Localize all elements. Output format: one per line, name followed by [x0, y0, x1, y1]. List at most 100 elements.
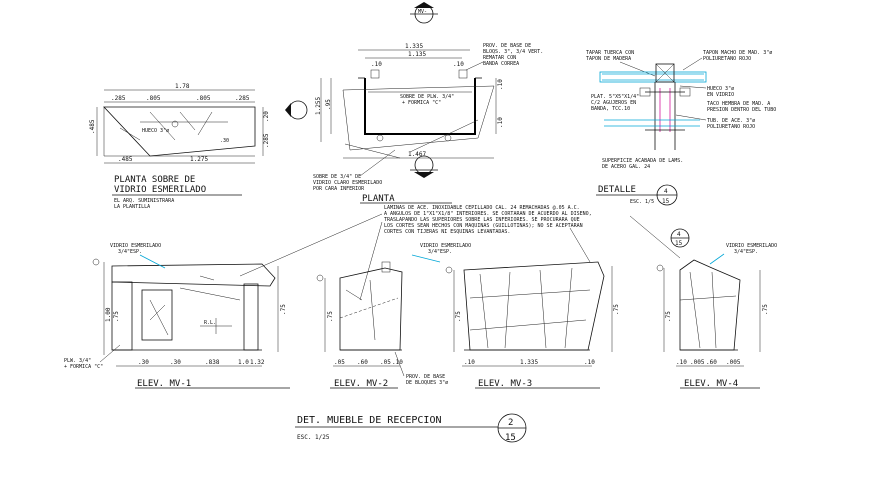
elev-mv4-title: ELEV. MV-4 [684, 379, 738, 389]
svg-text:+ FORMICA "C": + FORMICA "C" [402, 100, 441, 106]
svg-text:REMATAR CON: REMATAR CON [483, 55, 516, 61]
svg-text:POLIURETANO ROJO: POLIURETANO ROJO [707, 124, 755, 130]
svg-text:.05: .05 [380, 359, 391, 366]
detail-section: TAPAR TUERCA CON TAPON DE MADERA TAPON M… [586, 50, 776, 206]
svg-text:.30: .30 [220, 138, 229, 144]
svg-text:PRESION DENTRO DEL TUBO: PRESION DENTRO DEL TUBO [707, 107, 776, 113]
elevation-mv3: VIDRIO ESMERILADO 3/4"ESP. .10 1.335 .10… [411, 243, 620, 389]
svg-text:.30: .30 [170, 359, 181, 366]
svg-text:.60: .60 [357, 359, 368, 366]
svg-text:15: 15 [505, 433, 516, 443]
svg-text:TUB. DE ACE. 3"ø: TUB. DE ACE. 3"ø [707, 118, 755, 124]
svg-text:A ANGULOS DE 1"X1"X1/8" INTERI: A ANGULOS DE 1"X1"X1/8" INTERIORES. SE C… [384, 211, 592, 217]
svg-text:POLIURETANO ROJO: POLIURETANO ROJO [703, 56, 751, 62]
svg-text:.05: .05 [334, 359, 345, 366]
svg-text:VIDRIO CLARO ESMERILADO: VIDRIO CLARO ESMERILADO [313, 180, 382, 186]
svg-text:1.255: 1.255 [315, 97, 322, 115]
elevation-mv1: R.L. VIDRIO ESMERILADO 3/4"ESP. PLW. 3/4… [64, 243, 290, 389]
sheet-title-block: DET. MUEBLE DE RECEPCION ESC. 1/25 2 15 [295, 413, 527, 443]
svg-text:TACO HEMBRA DE MAD. A: TACO HEMBRA DE MAD. A [707, 101, 770, 107]
svg-text:2: 2 [508, 418, 513, 428]
svg-text:DE BLOQUES 3"ø: DE BLOQUES 3"ø [406, 380, 448, 386]
svg-text:.485: .485 [118, 156, 133, 163]
svg-text:.75: .75 [327, 311, 334, 322]
svg-text:HUECO 3"ø: HUECO 3"ø [142, 128, 169, 134]
top-marker-label: MV- [418, 9, 427, 15]
svg-text:.75: .75 [762, 304, 769, 315]
detail-title: DETALLE [598, 185, 636, 195]
svg-text:C/2 AGUJEROS EN: C/2 AGUJEROS EN [591, 100, 636, 106]
elev-mv1-title: ELEV. MV-1 [137, 379, 191, 389]
svg-text:TAPAR TUERCA CON: TAPAR TUERCA CON [586, 50, 634, 56]
svg-text:LA PLANTILLA: LA PLANTILLA [114, 204, 150, 210]
svg-text:CORTES CON TIJERAS NI ESQUINAS: CORTES CON TIJERAS NI ESQUINAS LEVANTADA… [384, 229, 510, 235]
svg-text:3/4"ESP.: 3/4"ESP. [118, 249, 142, 255]
elev-mv3-title: ELEV. MV-3 [478, 379, 532, 389]
svg-text:.75: .75 [455, 311, 462, 322]
svg-text:1.467: 1.467 [408, 151, 426, 158]
svg-text:15: 15 [675, 240, 683, 247]
svg-text:1.00: 1.00 [105, 307, 112, 322]
svg-text:1.32: 1.32 [250, 359, 265, 366]
svg-text:R.L.: R.L. [204, 320, 216, 326]
svg-text:PROV. DE BASE: PROV. DE BASE [406, 374, 445, 380]
svg-text:.485: .485 [89, 119, 96, 134]
svg-text:.10: .10 [371, 61, 382, 68]
svg-text:.285: .285 [111, 95, 126, 102]
svg-text:1.335: 1.335 [405, 43, 423, 50]
svg-text:.75: .75 [665, 311, 672, 322]
svg-text:VIDRIO ESMERILADO: VIDRIO ESMERILADO [110, 243, 161, 249]
elevation-mv2: .05 .60 .05 .10 .75 ELEV. MV-2 PROV. DE … [316, 261, 448, 389]
svg-text:VIDRIO ESMERILADO: VIDRIO ESMERILADO [726, 243, 777, 249]
svg-text:.805: .805 [196, 95, 211, 102]
svg-text:.75: .75 [280, 304, 287, 315]
svg-text:1.275: 1.275 [190, 156, 208, 163]
svg-text:.10: .10 [453, 61, 464, 68]
svg-text:.10: .10 [392, 359, 403, 366]
sheet-title: DET. MUEBLE DE RECEPCION [297, 415, 442, 426]
plan-title-1: PLANTA SOBRE DE [114, 175, 195, 185]
svg-text:ESC. 1/5: ESC. 1/5 [630, 199, 654, 205]
svg-text:EL ARQ. SUMINISTRARA: EL ARQ. SUMINISTRARA [114, 198, 174, 204]
svg-text:.005: .005 [726, 359, 741, 366]
svg-text:.10: .10 [584, 359, 595, 366]
svg-text:DE ACERO GAL. 24: DE ACERO GAL. 24 [602, 164, 650, 170]
svg-text:.10: .10 [676, 359, 687, 366]
svg-text:.005: .005 [690, 359, 705, 366]
svg-text:15: 15 [662, 198, 670, 205]
svg-text:BANDA, TCC.10: BANDA, TCC.10 [591, 106, 630, 112]
svg-text:.805: .805 [146, 95, 161, 102]
svg-text:SUPERFICIE ACABADA DE LAMS.: SUPERFICIE ACABADA DE LAMS. [602, 158, 683, 164]
svg-text:TRASLAPANDO LAS SUPERIORES SOB: TRASLAPANDO LAS SUPERIORES SOBRE LAS INF… [384, 217, 580, 223]
svg-text:VIDRIO ESMERILADO: VIDRIO ESMERILADO [420, 243, 471, 249]
svg-text:.95: .95 [325, 99, 332, 110]
svg-text:POR CARA INFERIOR: POR CARA INFERIOR [313, 186, 365, 192]
svg-text:.30: .30 [138, 359, 149, 366]
svg-text:SOBRE DE 3/4" DE: SOBRE DE 3/4" DE [313, 174, 361, 180]
svg-text:.285: .285 [263, 133, 270, 148]
svg-text:PLW. 3/4": PLW. 3/4" [64, 358, 91, 364]
svg-text:.75: .75 [613, 304, 620, 315]
svg-text:4: 4 [664, 188, 668, 195]
svg-text:EN VIDRIO: EN VIDRIO [707, 92, 734, 98]
svg-text:+ FORMICA "C": + FORMICA "C" [64, 364, 103, 370]
svg-text:SOBRE DE PLW. 3/4": SOBRE DE PLW. 3/4" [400, 94, 454, 100]
section-marker-top: MV- [410, 2, 438, 24]
svg-text:.838: .838 [205, 359, 220, 366]
elevation-mv4: 4 15 VIDRIO ESMERILADO 3/4"ESP. .10 .005… [656, 228, 777, 389]
svg-text:1.135: 1.135 [408, 51, 426, 58]
svg-text:.285: .285 [235, 95, 250, 102]
svg-text:BLOQS. 3", 3/4 VERT.: BLOQS. 3", 3/4 VERT. [483, 49, 543, 55]
svg-text:.20: .20 [263, 111, 270, 122]
plan-dim-total: 1.78 [175, 83, 190, 90]
svg-text:TAPON DE MADERA: TAPON DE MADERA [586, 56, 631, 62]
sheet-scale: ESC. 1/25 [297, 434, 330, 441]
plan-title-2: VIDRIO ESMERILADO [114, 185, 206, 195]
elev-mv2-title: ELEV. MV-2 [334, 379, 388, 389]
svg-text:.10: .10 [464, 359, 475, 366]
svg-text:TAPON MACHO DE MAD. 3"ø: TAPON MACHO DE MAD. 3"ø [703, 50, 772, 56]
svg-text:BANDA CORREA: BANDA CORREA [483, 61, 519, 67]
svg-text:PLAT. 5"X5"X1/4": PLAT. 5"X5"X1/4" [591, 94, 639, 100]
svg-text:LOS CORTES SEAN HECHOS CON MAQ: LOS CORTES SEAN HECHOS CON MAQUINAS (GUI… [384, 223, 583, 229]
svg-text:.10: .10 [497, 117, 504, 128]
